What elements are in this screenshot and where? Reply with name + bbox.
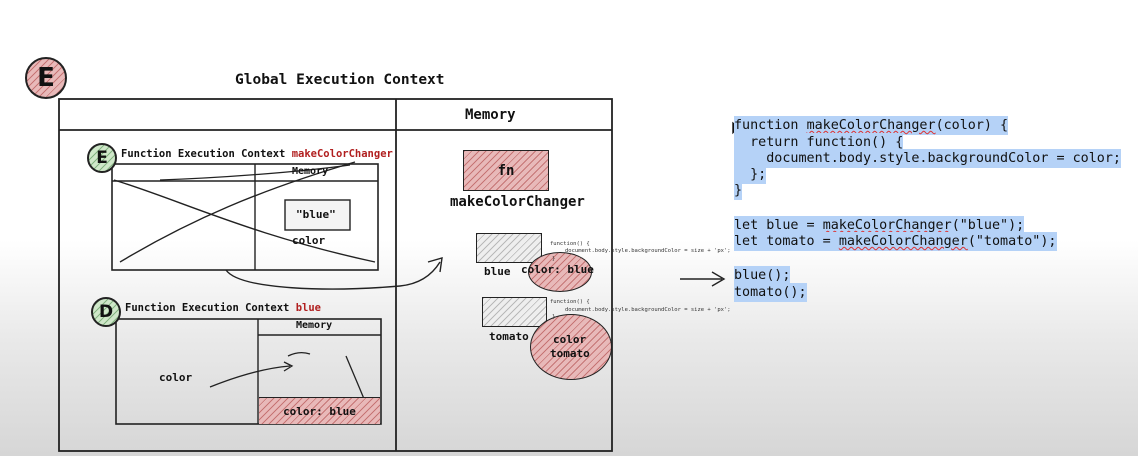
tomato-closure-label-1: color <box>553 333 587 346</box>
code-line-8: blue(); <box>734 266 791 285</box>
fec2-color-label: color <box>159 371 193 384</box>
code-line-6: let blue = makeColorChanger("blue"); <box>734 216 1025 235</box>
blue-closure-label: color: blue <box>521 263 594 276</box>
tomato-var-box <box>482 297 547 327</box>
fec1-return-arrow <box>225 261 441 290</box>
badge-d-icon: D <box>91 297 121 327</box>
fec1-value-box <box>284 199 351 231</box>
code-line-2: return function() { <box>734 133 904 152</box>
fec1-title-name: makeColorChanger <box>291 148 393 160</box>
tomato-fn-snippet-2: document.body.style.backgroundColor = si… <box>565 307 731 313</box>
fec2-arrow-a-head <box>283 361 294 372</box>
code-line-5: } <box>734 181 743 200</box>
fec2-frame <box>115 318 382 425</box>
fec1-var-label: color <box>292 234 326 247</box>
fec1-frame <box>111 163 379 271</box>
tomato-fn-snippet-1: function() { <box>550 299 590 305</box>
code-line-3: document.body.style.backgroundColor = co… <box>734 149 1121 168</box>
fec1-cross-3 <box>159 164 351 181</box>
fec2-value-label: color: blue <box>283 404 356 418</box>
fec1-title: Function Execution Context makeColorChan… <box>121 148 393 160</box>
make-color-changer-name: makeColorChanger <box>450 194 585 210</box>
fec1-title-prefix: Function Execution Context <box>121 148 292 160</box>
fec1-memory-label: Memory <box>292 166 329 177</box>
gec-title: Global Execution Context <box>235 72 445 88</box>
code-pointer-head <box>711 271 726 287</box>
fec1-return-arrowhead <box>427 257 443 273</box>
tomato-var-label: tomato <box>489 330 529 343</box>
tomato-fn-snippet-3: } <box>552 314 556 320</box>
fn-object-box: fn <box>463 150 549 191</box>
code-line-4: }; <box>734 165 767 184</box>
fec2-arrow-b <box>287 352 311 357</box>
blue-var-label: blue <box>484 265 511 278</box>
tomato-closure-label-2: tomato <box>550 347 590 360</box>
blue-fn-snippet-3: } <box>552 256 556 262</box>
badge-e-icon: E <box>25 57 67 99</box>
code-line-7: let tomato = makeColorChanger("tomato"); <box>734 232 1057 251</box>
code-line-9: tomato(); <box>734 283 807 302</box>
fec2-title-prefix: Function Execution Context <box>125 302 296 314</box>
fec2-memory-label: Memory <box>296 320 333 331</box>
fec2-value-box: color: blue <box>259 397 380 424</box>
fn-object-label: fn <box>497 162 515 179</box>
fec1-cross-2 <box>119 161 356 263</box>
blue-fn-snippet-1: function() { <box>550 241 590 247</box>
badge-e-small-icon: E <box>87 143 117 173</box>
blue-fn-snippet-2: document.body.style.backgroundColor = si… <box>565 248 731 254</box>
code-line-1: function makeColorChanger(color) { <box>734 116 1009 135</box>
tomato-closure-circle <box>530 314 612 380</box>
fec2-arrow-a <box>209 365 291 388</box>
blue-var-box <box>476 233 542 263</box>
gec-frame <box>58 98 613 452</box>
gec-memory-label: Memory <box>465 107 516 123</box>
fec1-value-label: "blue" <box>296 208 336 221</box>
blue-closure-circle <box>528 252 592 292</box>
fec2-title-name: blue <box>295 302 321 314</box>
fec2-title: Function Execution Context blue <box>125 302 321 314</box>
fec1-cross-1 <box>113 179 376 263</box>
